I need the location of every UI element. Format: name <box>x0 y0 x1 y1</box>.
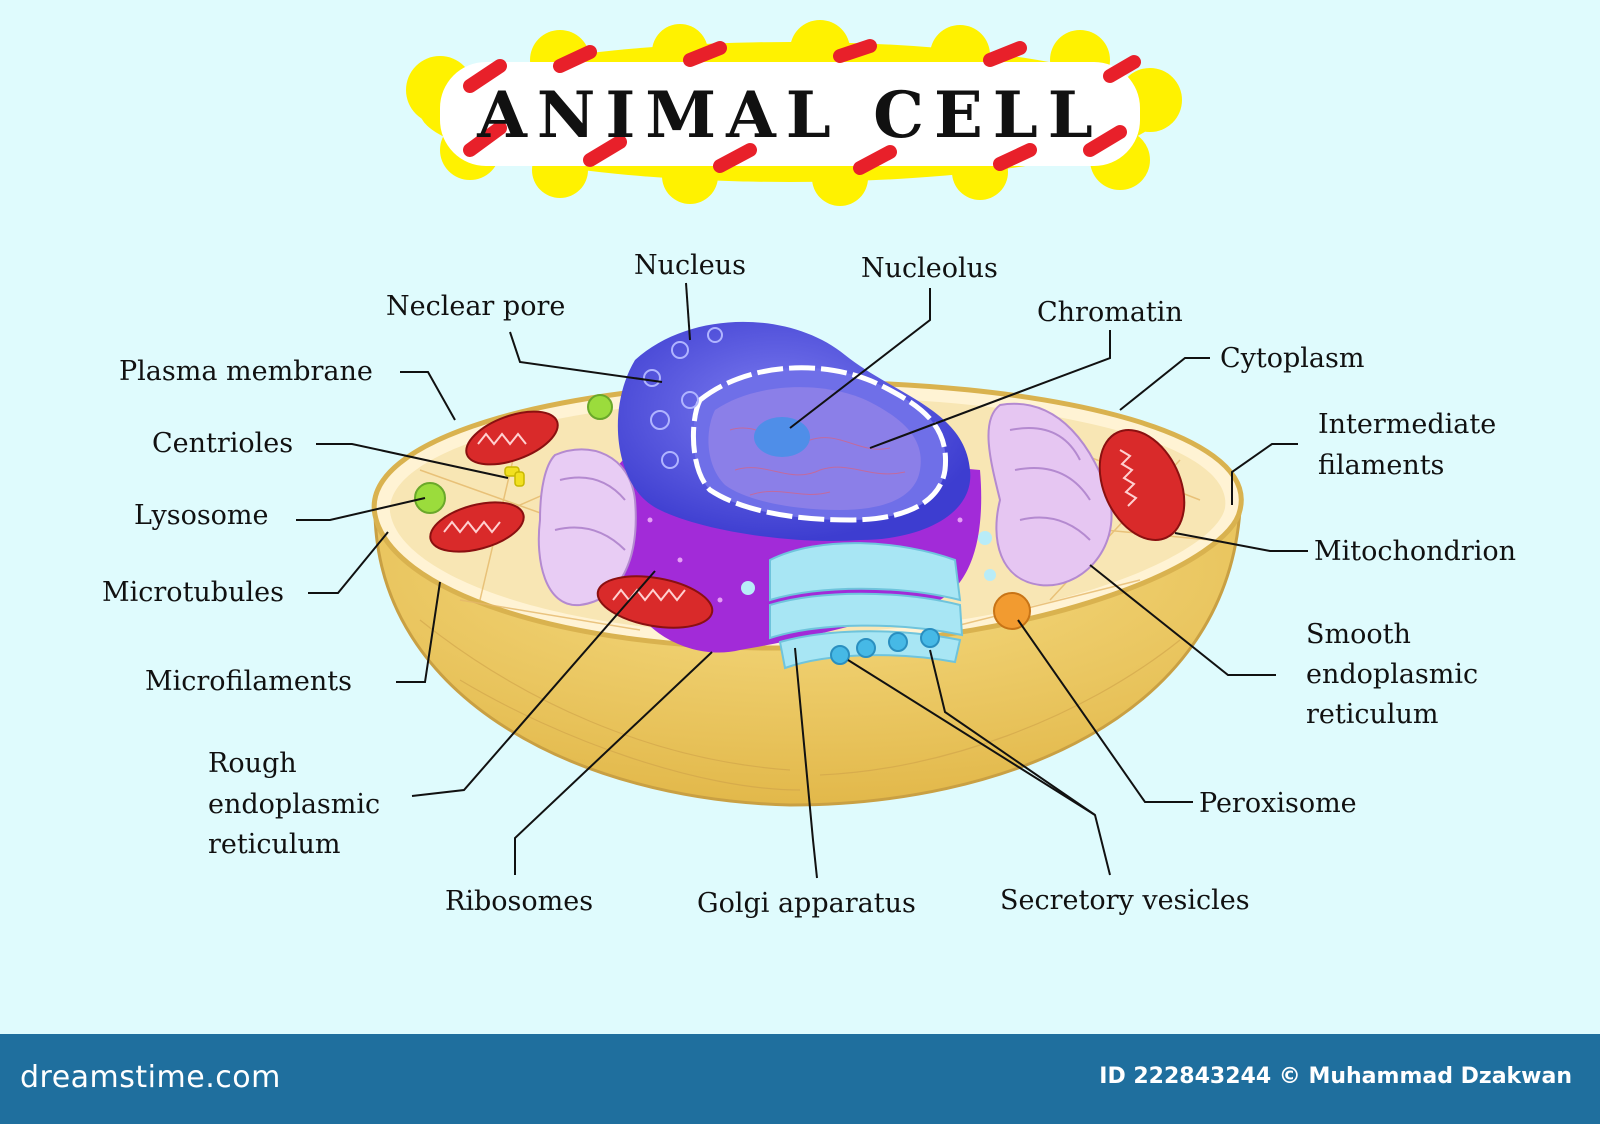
leader-rough-er <box>411 570 656 797</box>
nuclear-pores <box>643 327 723 469</box>
leader-plasma-membrane <box>400 371 456 421</box>
label-smooth-er-line2: endoplasmic <box>1306 659 1478 690</box>
leader-ribosomes <box>514 651 713 875</box>
small-vesicles <box>741 531 996 595</box>
label-smooth-er-line1: Smooth <box>1306 619 1411 650</box>
leader-microfilaments <box>396 581 441 683</box>
watermark-footer: dreamstime.com ID 222843244 © Muhammad D… <box>0 1034 1600 1124</box>
label-golgi: Golgi apparatus <box>697 888 916 919</box>
leader-nucleus <box>685 282 691 341</box>
leader-lysosome <box>296 497 426 521</box>
footer-credit: ID 222843244 © Muhammad Dzakwan <box>1099 1064 1572 1089</box>
leader-secretory-vesicles-2 <box>929 649 1096 816</box>
leader-chromatin <box>869 330 1111 449</box>
label-nucleolus: Nucleolus <box>861 253 998 284</box>
label-mitochondrion: Mitochondrion <box>1314 536 1516 567</box>
diagram-title: ANIMAL CELL <box>476 78 1103 153</box>
cut-surface-fibers <box>419 619 1181 791</box>
leader-nucleolus <box>789 288 931 429</box>
chromatin-strands <box>729 427 906 496</box>
label-neclear-pore: Neclear pore <box>386 291 565 322</box>
leader-intermediate-filaments <box>1231 443 1298 505</box>
label-lysosome: Lysosome <box>134 500 269 531</box>
leader-neclear-pore <box>509 331 663 383</box>
label-chromatin: Chromatin <box>1037 297 1183 328</box>
centrioles-shape <box>504 466 525 487</box>
left-er-stack <box>537 448 637 607</box>
label-secretory-vesicles: Secretory vesicles <box>1000 885 1250 916</box>
label-peroxisome: Peroxisome <box>1199 788 1357 819</box>
label-ribosomes: Ribosomes <box>445 886 593 917</box>
leader-cytoplasm <box>1119 357 1210 411</box>
label-rough-er-line3: reticulum <box>208 829 341 860</box>
nucleolus-shape <box>754 417 810 457</box>
leader-golgi <box>794 647 818 879</box>
leader-centrioles <box>316 443 509 479</box>
secretory-vesicle-shapes <box>830 628 940 665</box>
label-intermediate-filaments-line2: filaments <box>1318 450 1444 481</box>
label-plasma-membrane: Plasma membrane <box>119 356 373 387</box>
lysosome-shape <box>414 482 446 514</box>
banner-red-strokes <box>463 39 1141 175</box>
mitochondria-cristae <box>443 432 1138 602</box>
title-banner: ANIMAL CELL <box>406 20 1182 206</box>
animal-cell-diagram: ANIMAL CELL <box>102 20 1516 919</box>
label-intermediate-filaments-line1: Intermediate <box>1318 409 1496 440</box>
label-rough-er-line2: endoplasmic <box>208 789 380 820</box>
label-microfilaments: Microfilaments <box>145 666 352 697</box>
leader-mitochondrion <box>1174 532 1308 552</box>
label-nucleus: Nucleus <box>634 250 746 281</box>
label-microtubules: Microtubules <box>102 577 284 608</box>
leader-peroxisome <box>1017 619 1193 803</box>
label-cytoplasm: Cytoplasm <box>1220 343 1365 374</box>
smooth-er-shape <box>987 402 1113 587</box>
footer-brand[interactable]: dreamstime.com <box>20 1060 281 1095</box>
animal-cell-illustration <box>371 321 1244 807</box>
label-centrioles: Centrioles <box>152 428 293 459</box>
leader-lines <box>296 282 1308 879</box>
peroxisome-shape <box>993 592 1031 630</box>
mitochondria-shapes <box>429 410 1186 629</box>
leader-microtubules <box>308 531 389 594</box>
leader-smooth-er <box>1089 564 1276 676</box>
lysosome-shape-2 <box>587 394 613 420</box>
labels: Nucleus Nucleolus Neclear pore Chromatin… <box>102 250 1516 919</box>
chromatin-area <box>708 387 921 510</box>
label-rough-er-line1: Rough <box>208 748 297 779</box>
label-smooth-er-line3: reticulum <box>1306 699 1439 730</box>
